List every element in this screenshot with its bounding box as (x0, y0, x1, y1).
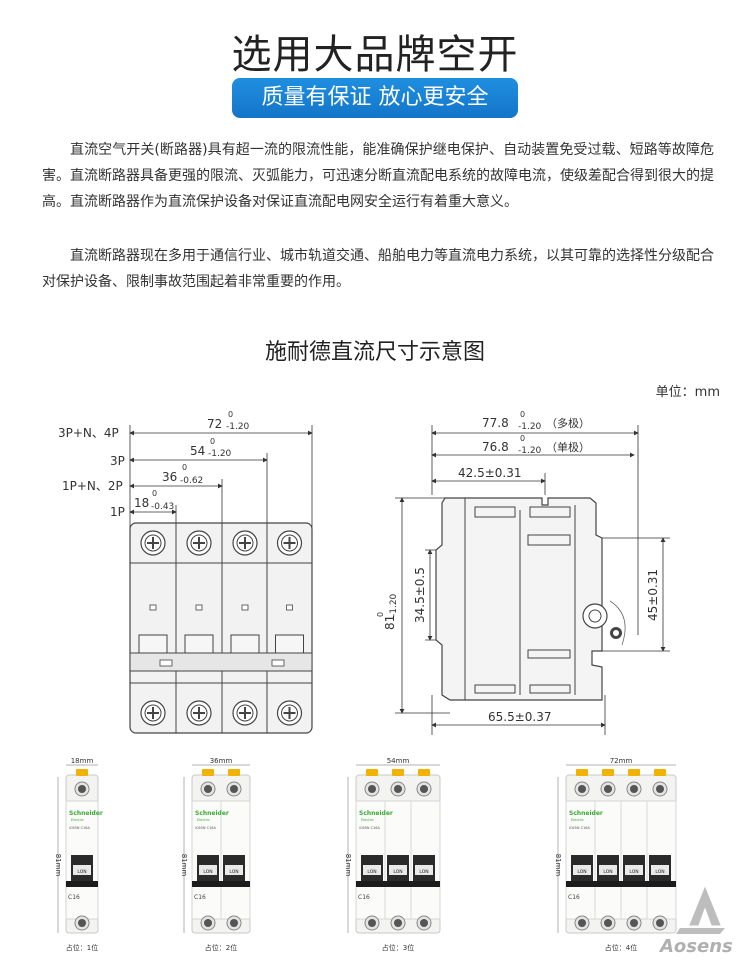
svg-text:0: 0 (210, 437, 215, 446)
svg-text:Electric: Electric (197, 818, 210, 822)
dim-76-8: 76.8 (482, 440, 509, 454)
dim-34-5: 34.5±0.5 (413, 567, 427, 623)
svg-text:LON: LON (629, 869, 638, 875)
svg-text:Schneider: Schneider (195, 810, 229, 817)
svg-text:Electric: Electric (71, 818, 84, 822)
pole-label-1p: 1P (110, 505, 125, 519)
indicator-window (241, 604, 249, 611)
dim-36: 36 (162, 470, 177, 484)
breaker-handle (184, 634, 214, 654)
page-title: 选用大品牌空开 (231, 32, 519, 78)
svg-text:iC65N C16A: iC65N C16A (195, 826, 216, 830)
svg-text:-0.62: -0.62 (180, 476, 203, 486)
svg-text:-1.20: -1.20 (518, 446, 542, 456)
svg-text:LON: LON (419, 869, 428, 875)
svg-text:LON: LON (603, 869, 612, 875)
aosens-logo: Aosens (658, 886, 733, 957)
svg-text:C16: C16 (358, 894, 370, 901)
svg-text:0: 0 (520, 434, 525, 443)
pole-label-4p: 3P+N、4P (58, 426, 119, 440)
svg-text:C16: C16 (568, 894, 580, 901)
svg-text:Electric: Electric (571, 818, 584, 822)
product-caption: 占位：4位 (605, 943, 637, 952)
svg-text:iC65N C16A: iC65N C16A (569, 826, 590, 830)
product-caption: 占位：3位 (382, 943, 414, 952)
svg-text:-0.43: -0.43 (151, 502, 174, 512)
svg-text:Schneider: Schneider (359, 810, 393, 817)
indicator-window (195, 604, 203, 611)
svg-text:LON: LON (203, 869, 212, 875)
dim-77-8: 77.8 (482, 416, 509, 430)
svg-text:-1.20: -1.20 (389, 593, 399, 617)
quality-banner: 质量有保证 放心更安全 (232, 78, 518, 118)
svg-text:LON: LON (229, 869, 238, 875)
product-caption: 占位：1位 (66, 943, 98, 952)
pole-label-2p: 1P+N、2P (62, 479, 123, 493)
svg-text:LON: LON (577, 869, 586, 875)
dim-65-5: 65.5±0.37 (488, 710, 552, 724)
svg-text:0: 0 (376, 612, 385, 617)
indicator-window (286, 604, 293, 611)
dim-42-5: 42.5±0.31 (458, 466, 522, 480)
product-height-label: 81mm (344, 854, 352, 877)
four-pole-breaker-front (129, 522, 313, 734)
watermark-text: Aosens (658, 936, 733, 957)
side-view-drawing: 77.8 0 -1.20 （多极） 76.8 0 -1.20 （单极） 42.5… (376, 410, 670, 735)
dim-45: 45±0.31 (646, 569, 660, 621)
product-height-label: 81mm (180, 854, 188, 877)
svg-text:（多极）: （多极） (546, 416, 590, 430)
unit-label: 单位：mm (655, 385, 720, 400)
svg-text:LON: LON (393, 869, 402, 875)
svg-text:iC65N C16A: iC65N C16A (359, 826, 380, 830)
intro-paragraph-1: 直流空气开关(断路器)具有超一流的限流性能，能准确保护继电保护、自动装置免受过载… (42, 142, 714, 210)
svg-text:0: 0 (152, 489, 157, 498)
svg-text:C16: C16 (68, 894, 80, 901)
pole-label-3p: 3P (110, 454, 125, 468)
breaker-handle (138, 634, 168, 654)
svg-text:Schneider: Schneider (69, 810, 103, 817)
product-caption: 占位：2位 (205, 943, 237, 952)
svg-text:0: 0 (520, 410, 525, 419)
svg-text:0: 0 (182, 463, 187, 472)
product-width-label: 36mm (210, 757, 233, 765)
breaker-handle (275, 634, 304, 654)
svg-text:LON: LON (655, 869, 664, 875)
breaker-handle (230, 634, 260, 654)
indicator-window (149, 604, 157, 611)
dim-81: 81 (383, 615, 397, 630)
product-height-label: 81mm (54, 854, 62, 877)
product-width-label: 72mm (610, 757, 633, 765)
handle-toggle (582, 600, 626, 646)
svg-text:（单极）: （单极） (546, 440, 590, 454)
svg-text:C16: C16 (194, 894, 206, 901)
svg-text:0: 0 (228, 410, 233, 419)
svg-text:Electric: Electric (361, 818, 374, 822)
dim-54: 54 (190, 444, 205, 458)
product-width-label: 18mm (71, 757, 94, 765)
svg-text:LON: LON (77, 869, 86, 875)
product-width-label: 54mm (387, 757, 410, 765)
svg-text:LON: LON (367, 869, 376, 875)
diagram-title: 施耐德直流尺寸示意图 (264, 340, 485, 365)
svg-text:iC65N C16A: iC65N C16A (69, 826, 90, 830)
svg-text:-1.20: -1.20 (518, 422, 542, 432)
product-height-label: 81mm (554, 854, 562, 877)
svg-text:Schneider: Schneider (569, 810, 603, 817)
dim-72: 72 (207, 417, 222, 431)
dim-18: 18 (134, 496, 149, 510)
svg-text:-1.20: -1.20 (208, 449, 232, 459)
breaker-side-profile (435, 497, 603, 701)
front-view-drawing: 3P+N、4P 3P 1P+N、2P 1P 72 0 -1.20 54 0 -1… (58, 410, 313, 734)
svg-text:-1.20: -1.20 (226, 422, 250, 432)
intro-paragraph-2: 直流断路器现在多用于通信行业、城市轨道交通、船舶电力等直流电力系统，以其可靠的选… (42, 248, 714, 290)
